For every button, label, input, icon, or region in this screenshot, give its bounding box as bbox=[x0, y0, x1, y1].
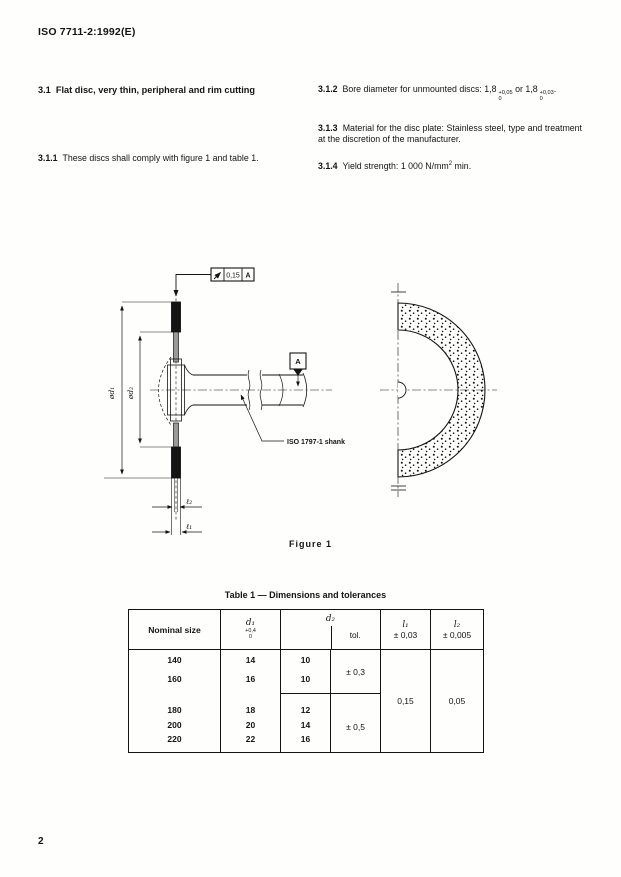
table-row: 160 16 10 bbox=[129, 670, 484, 694]
tolerance-group1-cell: ± 0,3 bbox=[330, 649, 381, 694]
table-row: 200 20 14 bbox=[129, 717, 484, 732]
disc-web-bottom bbox=[173, 422, 179, 448]
dimension-d2 bbox=[138, 331, 171, 448]
table-title: Table 1 — Dimensions and tolerances bbox=[224, 590, 387, 600]
section-number: 3.1 bbox=[38, 85, 51, 95]
figure-labels: 0,15 A A ød₁ ød₂ ℓ₂ ℓ₁ ISO 1797-1 shank bbox=[107, 273, 345, 532]
disc-half-annulus bbox=[397, 302, 486, 478]
superscript: 2 bbox=[448, 160, 453, 167]
flange-dashed-arc bbox=[158, 356, 172, 426]
clause-number: 3.1.2 bbox=[318, 84, 338, 94]
dimension-thickness bbox=[152, 478, 202, 535]
clause-text: or 1,8 bbox=[515, 84, 538, 94]
l2-value-cell: 0,05 bbox=[430, 649, 484, 753]
document-reference: ISO 7711-2:1992(E) bbox=[38, 26, 136, 38]
side-view bbox=[104, 267, 332, 535]
dimension-d1 bbox=[104, 301, 171, 479]
paragraph-3-1-4: 3.1.4 Yield strength: 1 000 N/mm2 min. bbox=[318, 160, 472, 171]
disc-web-top bbox=[173, 331, 179, 363]
datum-flag bbox=[289, 352, 307, 387]
paragraph-3-1-1: 3.1.1 These discs shall comply with figu… bbox=[38, 153, 302, 165]
disc-rim-bottom bbox=[171, 446, 181, 479]
text-column-left: 3.1 Flat disc, very thin, peripheral and… bbox=[38, 84, 302, 165]
clause-text: Material for the disc plate: Stainless s… bbox=[318, 122, 582, 145]
clause-number: 3.1.3 bbox=[318, 122, 338, 133]
dim-label-l1: ℓ₁ bbox=[186, 522, 192, 531]
clause-text: Bore diameter for unmounted discs: 1,8 bbox=[342, 84, 497, 94]
table-row: 140 14 10 ± 0,3 0,15 0,05 bbox=[129, 649, 484, 753]
partial-column-divider bbox=[330, 626, 332, 649]
paragraph-3-1-2: 3.1.2 Bore diameter for unmounted discs:… bbox=[318, 84, 557, 102]
figure-1-svg: 0,15 A A ød₁ ød₂ ℓ₂ ℓ₁ ISO 1797-1 shank bbox=[104, 267, 497, 535]
clause-text: Yield strength: 1 000 N/mm bbox=[342, 160, 449, 171]
col-header-tol: tol. bbox=[349, 630, 361, 640]
shank-label: ISO 1797-1 shank bbox=[287, 439, 345, 446]
col-header-nominal-size: Nominal size bbox=[128, 609, 221, 650]
clause-text: These discs shall comply with figure 1 a… bbox=[62, 153, 259, 163]
dim-label-d1: ød₁ bbox=[107, 387, 116, 400]
front-view bbox=[380, 283, 497, 497]
group-spacer-row bbox=[129, 693, 484, 703]
text-column-right: 3.1.2 Bore diameter for unmounted discs:… bbox=[318, 84, 582, 172]
clause-number: 3.1.4 bbox=[318, 160, 338, 171]
shank bbox=[150, 369, 332, 411]
dim-label-l2: ℓ₂ bbox=[186, 497, 192, 506]
break-line bbox=[259, 369, 263, 411]
table-row: 220 22 16 bbox=[129, 731, 484, 753]
col-header-l1: l₁ ± 0,03 bbox=[380, 609, 431, 650]
runout-value: 0,15 bbox=[226, 273, 240, 280]
group-separator bbox=[330, 693, 381, 703]
clause-number: 3.1.1 bbox=[38, 153, 58, 163]
paragraph-3-1-3: 3.1.3 Material for the disc plate: Stain… bbox=[318, 123, 582, 146]
tolerance-group2-cell: ± 0,5 bbox=[330, 702, 381, 753]
col-header-l2: l₂ ± 0,005 bbox=[430, 609, 484, 650]
disc-rim-top bbox=[171, 301, 181, 333]
bore-half-circle bbox=[397, 381, 407, 399]
dim-label-d2: ød₂ bbox=[126, 387, 135, 400]
figure-1-drawing: 0,15 A A ød₁ ød₂ ℓ₂ ℓ₁ ISO 1797-1 shank bbox=[0, 253, 621, 553]
table-row: 180 18 12 ± 0,5 bbox=[129, 702, 484, 753]
runout-leader bbox=[173, 274, 211, 297]
figure-caption: Figure 1 bbox=[288, 539, 332, 549]
runout-symbol-icon bbox=[213, 272, 221, 280]
shank-label-leader bbox=[240, 394, 284, 442]
section-3-1-heading: 3.1 Flat disc, very thin, peripheral and… bbox=[38, 84, 302, 96]
runout-datum-ref: A bbox=[245, 273, 250, 280]
group-separator bbox=[280, 693, 331, 703]
col-header-d2: d₂ tol. bbox=[280, 609, 381, 650]
page-number: 2 bbox=[38, 836, 44, 847]
l1-value-cell: 0,15 bbox=[380, 649, 431, 753]
section-title: Flat disc, very thin, peripheral and rim… bbox=[55, 85, 255, 95]
datum-triangle-icon bbox=[293, 369, 303, 376]
datum-label: A bbox=[295, 357, 301, 366]
